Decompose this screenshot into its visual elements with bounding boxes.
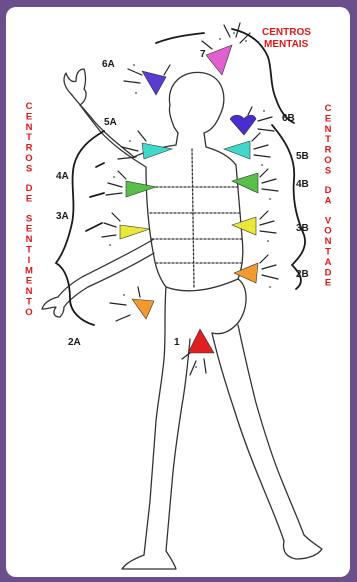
title-letter: E [325,113,331,124]
label-3b: 3B [296,223,309,234]
title-letter: I [28,255,31,266]
title-letter: A [325,257,332,268]
title-letter: S [325,165,331,176]
chakra-2a-cone [132,299,154,319]
title-letter: O [324,226,331,237]
title-letter: N [26,286,33,297]
label-2a: 2A [68,337,81,348]
figure-front-leg [144,287,166,555]
title-letter: E [26,224,32,235]
chakra-diagram: 7 6A 6B 5A 5B 4A 4B 3A 3B 2A 2B 1 CENTRO… [6,7,350,577]
title-letter: T [325,134,331,145]
title-letter: N [325,236,332,247]
figure-torso [146,167,166,287]
chakra-3b-cone [232,217,256,235]
title-letter: C [26,101,33,112]
chakra-6a-cone [142,71,166,95]
title-letter: D [325,267,332,278]
vontade-bracket [272,125,305,289]
chakra-4a-cone [126,181,156,197]
title-letter: S [26,163,32,174]
title-letter: T [26,297,32,308]
title-letter: N [26,122,33,133]
energy-arrows [102,23,278,375]
title-letter: T [26,245,32,256]
label-6a: 6A [102,59,115,70]
title-mentais-line2: MENTAIS [264,39,309,50]
title-letter: D [26,183,33,194]
title-letter: N [26,234,33,245]
label-3a: 3A [56,211,69,222]
figure-back-leg [212,333,284,541]
figure-lowered-arm [58,239,154,297]
figure-face [169,105,178,133]
label-5b: 5B [296,151,309,162]
title-letter: E [26,276,32,287]
title-letter: T [325,247,331,258]
title-letter: R [26,143,33,154]
chakra-2b-cone [234,263,258,283]
label-5a: 5A [104,117,117,128]
title-letter: S [26,213,32,224]
label-4b: 4B [296,179,309,190]
title-letter: O [25,153,32,164]
title-letter: N [325,124,332,135]
title-letter: R [325,145,332,156]
chakra-5a-cone [142,143,172,159]
figure-back-foot [284,535,323,559]
label-1: 1 [174,337,180,348]
label-6b: 6B [282,113,295,124]
chakra-7-cone [206,45,232,75]
diagram-card: 7 6A 6B 5A 5B 4A 4B 3A 3B 2A 2B 1 CENTRO… [6,7,350,577]
title-letter: V [325,215,332,226]
title-letter: C [325,103,332,114]
figure-front-foot [122,551,176,569]
figure-lowered-hand [42,297,64,317]
title-letter: E [325,278,331,289]
title-letter: O [324,155,331,166]
label-4a: 4A [56,171,69,182]
title-letter: E [26,194,32,205]
chakra-3a-cone [120,225,150,239]
figure-head [169,72,223,133]
sentimento-bracket [56,131,104,325]
chakra-1-cone [188,329,214,353]
title-letter: D [325,185,332,196]
label-7: 7 [200,49,206,60]
title-letter: O [25,307,32,318]
title-letter: M [25,265,33,276]
chakra-6b-cone [230,115,256,135]
title-letter: A [325,196,332,207]
title-letter: T [26,132,32,143]
label-2b: 2B [296,269,309,280]
title-mentais-line1: CENTROS [262,27,311,38]
title-letter: E [26,111,32,122]
chakra-4b-cone [232,173,258,193]
